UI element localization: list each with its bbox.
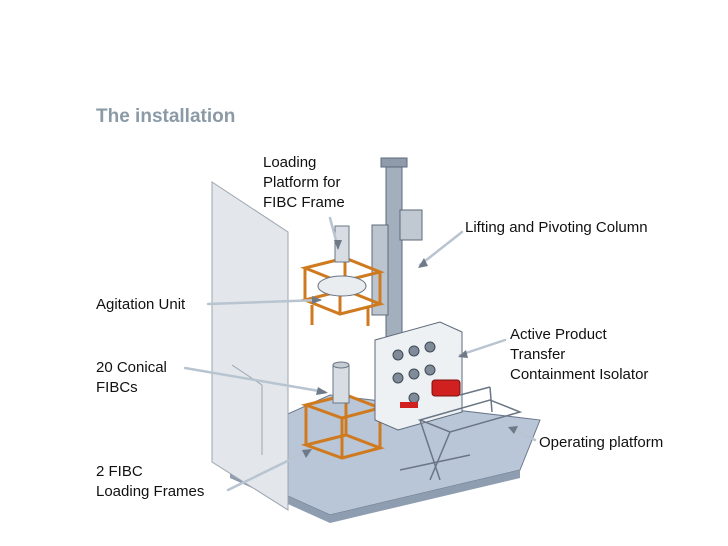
- label-conical-fibcs: 20 Conical FIBCs: [96, 359, 167, 396]
- conical-fibc-body: [332, 364, 350, 404]
- agitation-unit-drum: [317, 275, 367, 297]
- label-loading-frames: 2 FIBC Loading Frames: [96, 463, 205, 500]
- isolator-glove-ports: [392, 341, 436, 404]
- lifting-column-cap: [380, 157, 408, 168]
- wall-door-line: [231, 364, 263, 386]
- operating-platform: [399, 386, 523, 481]
- label-operating-platform: Operating platform: [539, 434, 664, 451]
- label-isolator: Active Product Transfer Containment Isol…: [510, 326, 649, 383]
- label-lifting-column: Lifting and Pivoting Column: [465, 219, 648, 236]
- page-title: The installation: [96, 106, 236, 127]
- label-loading-platform: Loading Platform for FIBC Frame: [263, 154, 345, 211]
- upper-fibc-body: [334, 225, 350, 263]
- conical-fibc-top: [332, 361, 350, 369]
- leader-arrowheads: [302, 240, 518, 458]
- lifting-column-head: [399, 209, 423, 241]
- leader-isolator: [458, 338, 507, 357]
- leader-lifting-column: [418, 230, 464, 267]
- wall-panel: [211, 181, 289, 511]
- leader-lines: [183, 216, 537, 492]
- label-agitation-unit: Agitation Unit: [96, 296, 186, 313]
- leader-agitation-unit: [206, 298, 322, 306]
- floor-slab-edge: [230, 470, 520, 523]
- leader-loading-frames: [226, 448, 312, 492]
- isolator-red-accent: [400, 402, 418, 408]
- isolator-red-unit: [431, 379, 461, 397]
- leader-conical-fibcs: [183, 366, 327, 394]
